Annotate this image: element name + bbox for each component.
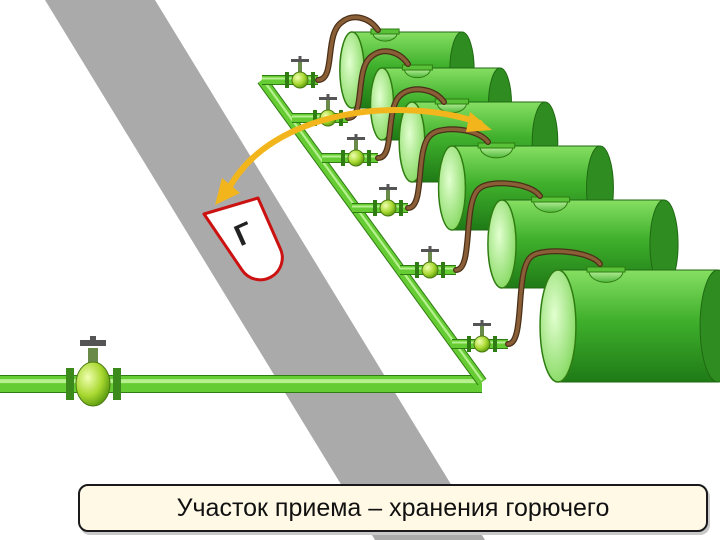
valve-flange [311,72,315,88]
valve-handle-cap [428,246,432,250]
caption-text: Участок приема – хранения горючего [176,493,610,522]
valve-handle-cap [298,56,302,60]
valve-flange [493,336,497,352]
branch-valve[interactable] [285,56,315,89]
valve-stem [386,190,390,200]
branch-valve[interactable] [341,134,371,167]
valve-handle [291,59,309,62]
tank-body [557,269,719,383]
valve-handle-cap [386,184,390,188]
tank-hatch-rim [434,98,470,105]
tank-hatch-rim [477,142,516,149]
hose [376,87,446,160]
flow-arrow [215,107,492,205]
valve-handle-cap [326,94,330,98]
tank-front-end [487,199,517,289]
valve-flange [399,200,403,216]
valve-flange [467,336,471,352]
valve-group [285,56,497,353]
tank-back-end [699,269,720,383]
valve-flange [367,150,371,166]
tank-hatch-rim [531,196,571,203]
valve-stem [298,62,302,72]
hose [454,181,542,272]
tank-hatch-rim [586,266,626,273]
tank-dome [403,68,431,79]
valve-handle [421,249,439,252]
valve-handle-cap [480,320,484,324]
valve-stem [354,140,358,150]
tank-hatch-rim [401,64,433,71]
hose [506,249,602,346]
hose [406,127,490,210]
hose [346,49,410,120]
caption-box: Участок приема – хранения горючего [78,484,708,532]
road-marker: Г [202,196,284,282]
valve-handle [473,323,491,326]
valve-body [379,199,397,217]
storage-tank [539,266,720,383]
branch-valve[interactable] [467,320,497,353]
tank-dome [372,32,398,42]
valve-body [347,149,365,167]
valve-handle [319,97,337,100]
valve-body [291,71,309,89]
hose [316,15,380,82]
storage-tank [487,196,679,289]
valve-handle [379,187,397,190]
valve-body [473,335,491,353]
valve-body [421,261,439,279]
valve-flange [313,110,317,126]
valve-handle-cap [354,134,358,138]
valve-stem [428,252,432,262]
hose-group [315,14,603,347]
tank-dome [479,146,514,159]
valve-flange [373,200,377,216]
valve-stem [326,100,330,110]
tank-front-end [539,269,577,383]
valve-stem [480,326,484,336]
valve-handle [347,137,365,140]
tank-hatch-rim [370,28,400,35]
branch-valve[interactable] [415,246,445,279]
valve-flange [415,262,419,278]
main-valve[interactable] [66,336,121,407]
valve-flange [285,72,289,88]
valve-flange [441,262,445,278]
tank-front-end [437,145,467,231]
valve-flange [341,150,345,166]
branch-valve[interactable] [373,184,403,217]
tank-dome [588,270,624,283]
tank-dome [533,200,569,213]
